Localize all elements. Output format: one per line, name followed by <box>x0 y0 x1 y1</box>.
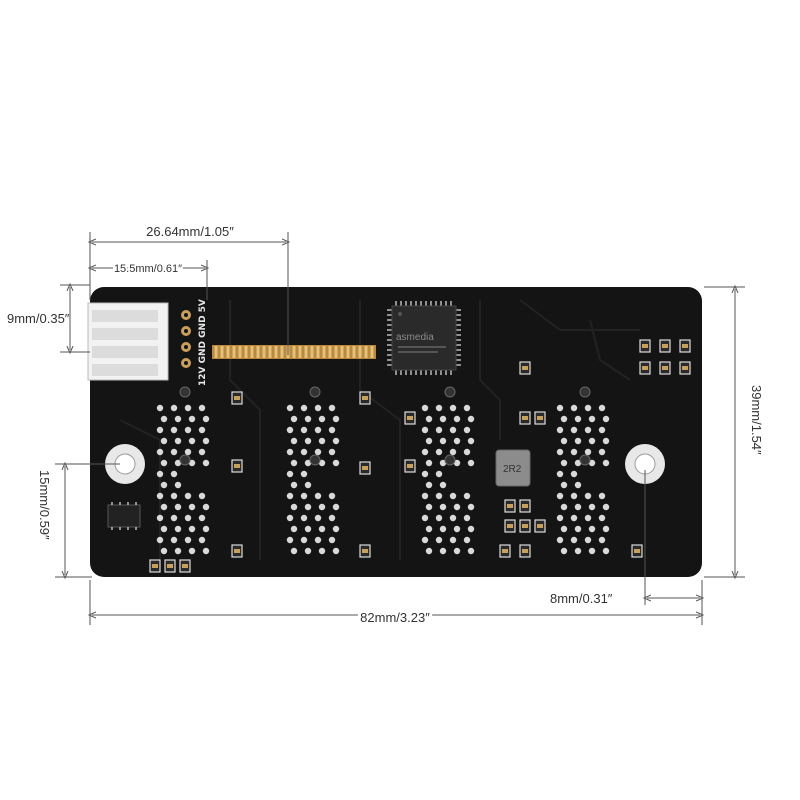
mounting-hole-right <box>625 444 665 484</box>
dim-connector-offset: 15.5mm/0.61″ <box>114 263 182 275</box>
dim-header-height: 9mm/0.35″ <box>7 311 70 326</box>
inductor-label: 2R2 <box>503 464 522 475</box>
port-via-arrays <box>156 386 610 555</box>
pin-labels: 12V GND GND 5V <box>198 299 208 386</box>
dimension-lines <box>55 232 745 625</box>
mounting-hole-left <box>105 444 145 484</box>
pcb-board <box>90 287 702 577</box>
dim-board-length: 82mm/3.23″ <box>360 610 430 625</box>
dim-connector-width: 26.64mm/1.05″ <box>146 224 234 239</box>
dim-board-height: 39mm/1.54″ <box>749 385 764 455</box>
small-ic <box>107 502 141 530</box>
inductor: 2R2 <box>495 449 531 487</box>
gold-edge-connector <box>212 345 376 359</box>
dim-hole-offset: 8mm/0.31″ <box>550 591 613 606</box>
smd-components <box>149 339 691 573</box>
asmedia-chip: asmedia <box>387 301 461 375</box>
chip-label: asmedia <box>396 332 434 343</box>
dim-hole-height: 15mm/0.59″ <box>37 470 52 540</box>
fan-header-connector <box>87 302 191 381</box>
